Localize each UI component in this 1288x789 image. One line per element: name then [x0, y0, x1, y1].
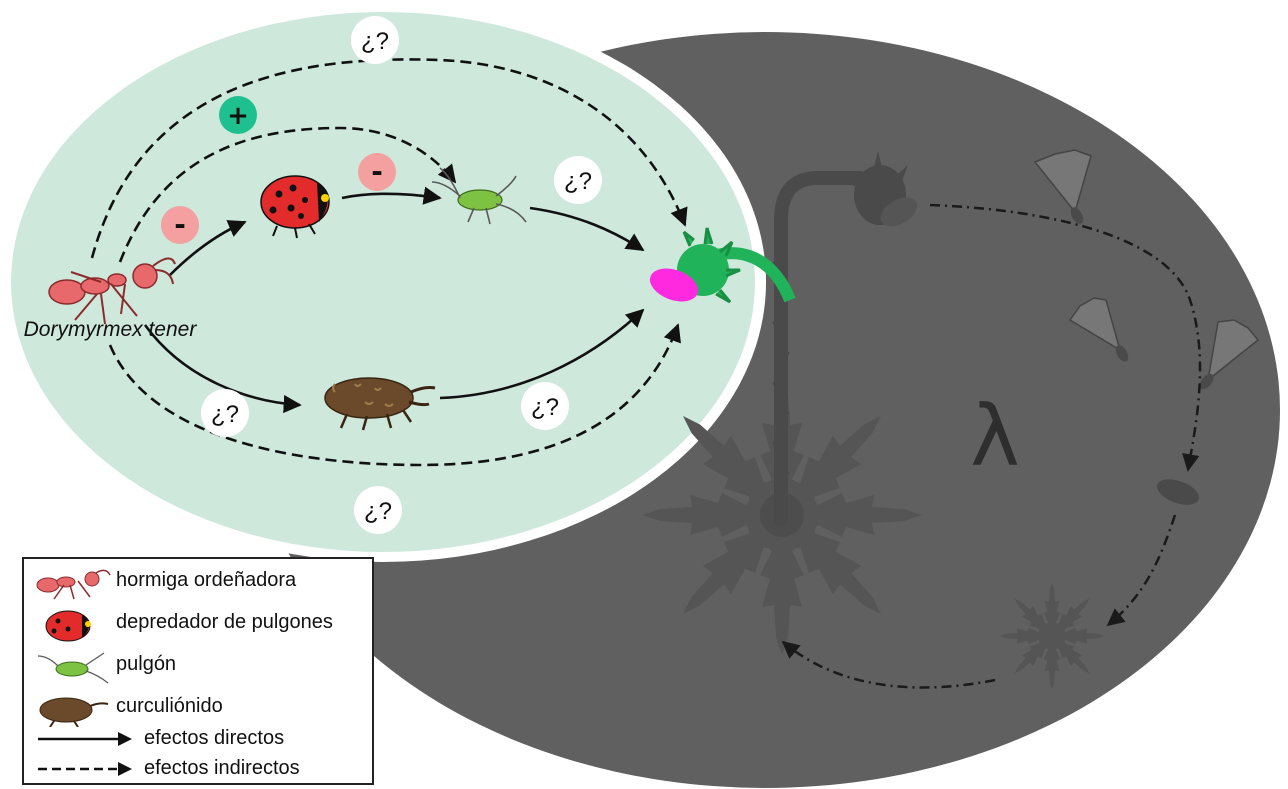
legend-item-direct-effects: efectos directos [24, 725, 372, 753]
legend-box: hormiga ordeñadora depredador de pulgone… [22, 557, 374, 785]
lambda-symbol: λ [970, 387, 1020, 485]
weevil-icon [34, 693, 114, 727]
legend-item-ladybug: depredador de pulgones [24, 609, 372, 637]
legend-item-weevil: curculiónido [24, 693, 372, 721]
legend-label: efectos directos [144, 727, 284, 750]
legend-item-ant: hormiga ordeñadora [24, 567, 372, 595]
species-label: Dorymyrmex tener [24, 318, 198, 341]
unknown-badge-text: ¿? [564, 168, 592, 195]
ant-icon [34, 567, 114, 601]
legend-label: pulgón [116, 653, 176, 676]
minus-badge-sign: - [371, 155, 383, 188]
legend-label: efectos indirectos [144, 757, 300, 780]
unknown-badge-text: ¿? [531, 394, 559, 421]
legend-item-aphid: pulgón [24, 651, 372, 679]
plus-badge-sign: + [227, 101, 249, 131]
legend-label: hormiga ordeñadora [116, 569, 296, 592]
unknown-badge-text: ¿? [364, 498, 392, 525]
dashed-arrow-icon [34, 755, 134, 783]
minus-badge-sign: - [174, 208, 186, 241]
legend-label: depredador de pulgones [116, 611, 333, 634]
aphid-icon [34, 651, 114, 685]
rosette-small-icon [999, 583, 1105, 689]
legend-item-indirect-effects: efectos indirectos [24, 755, 372, 783]
ladybug-icon [34, 609, 114, 643]
solid-arrow-icon [34, 725, 134, 753]
legend-label: curculiónido [116, 695, 223, 718]
unknown-badge-text: ¿? [211, 401, 239, 428]
unknown-badge-text: ¿? [361, 28, 389, 55]
